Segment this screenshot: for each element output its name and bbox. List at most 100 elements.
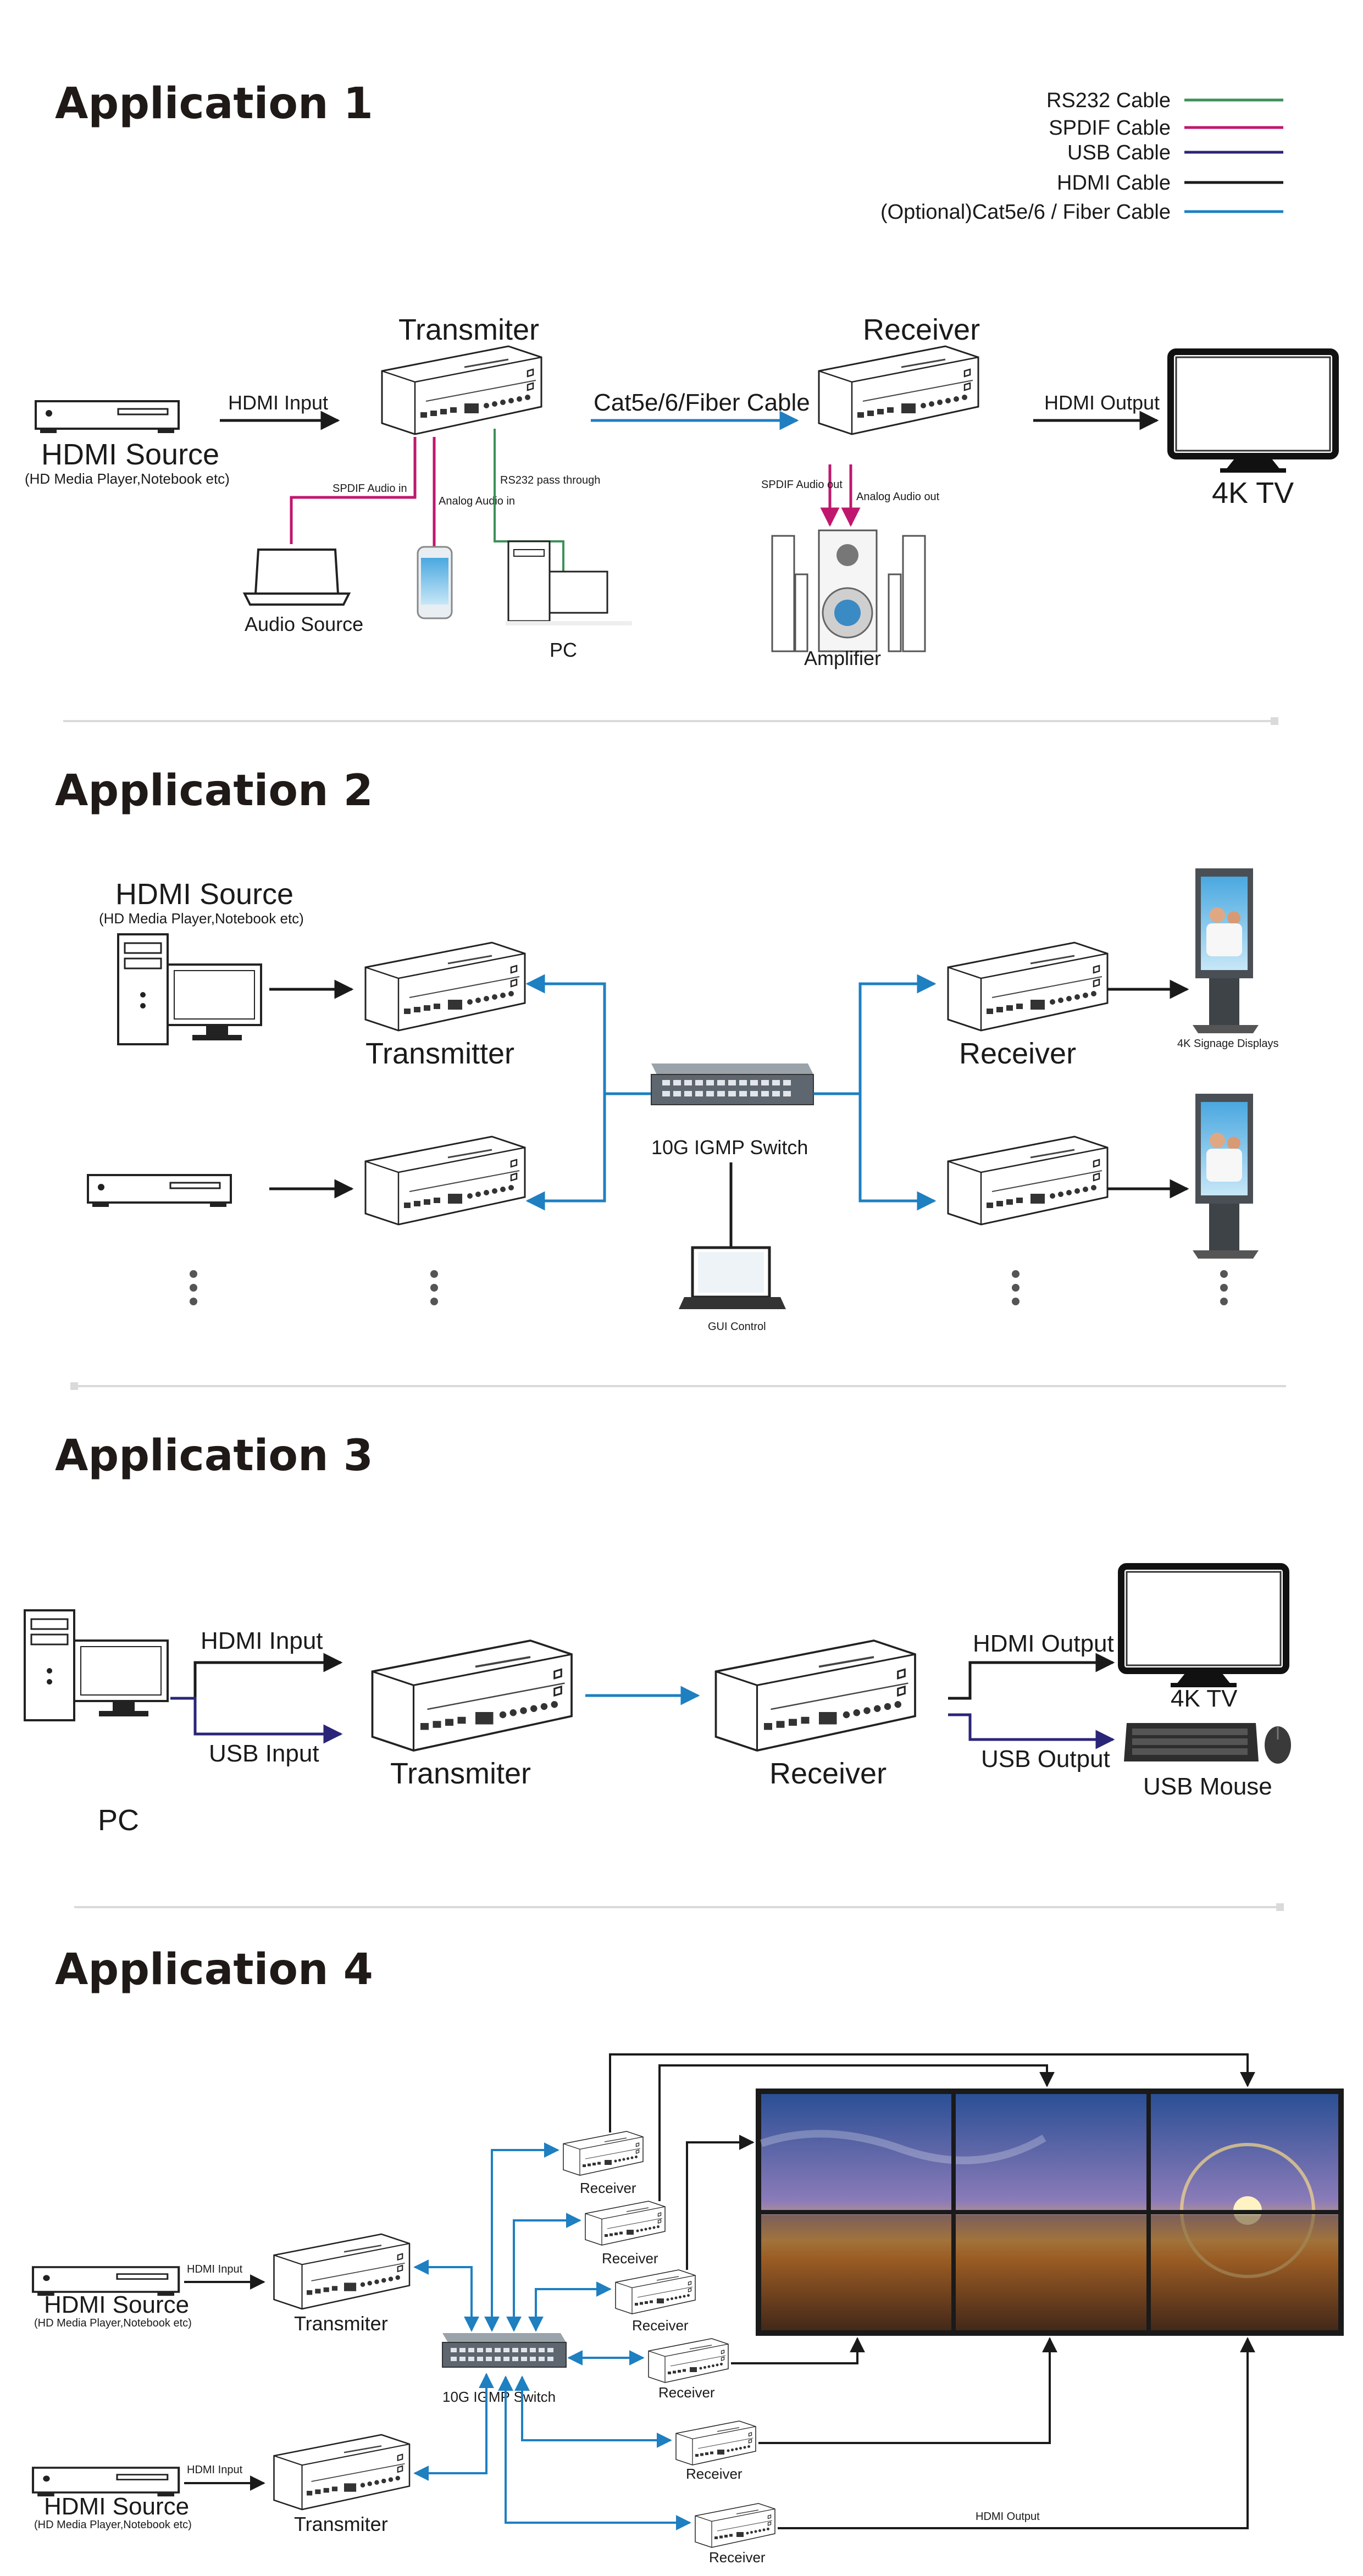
source-1-label: HDMI Source xyxy=(44,2291,189,2318)
transmitter-1-label: Transmiter xyxy=(294,2312,388,2335)
receiver-5-label: Receiver xyxy=(686,2466,743,2482)
transmitter-label: Transmitter xyxy=(365,1037,514,1070)
receiver-3-label: Receiver xyxy=(632,2317,689,2334)
receiver-5-icon xyxy=(675,2420,756,2466)
tv-label: 4K TV xyxy=(1212,477,1294,509)
legend-item-spdif: SPDIF Cable xyxy=(1049,117,1283,140)
analog-out-label: Analog Audio out xyxy=(856,491,940,503)
receiver-6-label: Receiver xyxy=(709,2549,766,2566)
pc-label: PC xyxy=(550,639,577,661)
hdmi-source-player-icon xyxy=(35,400,180,434)
switch-label: 10G IGMP Switch xyxy=(442,2389,556,2405)
usb-input-cable xyxy=(170,1697,343,1744)
pc-label: PC xyxy=(98,1804,139,1837)
receiver-label: Receiver xyxy=(959,1037,1076,1070)
analog-in-label: Analog Audio in xyxy=(439,495,515,507)
application-1: Application 1 HDMI Source (HD Media Play… xyxy=(25,79,1336,725)
rs232-label: RS232 pass through xyxy=(500,474,600,486)
keyboard-mouse-icon xyxy=(1124,1723,1291,1764)
hdmi-input-label-1: HDMI Input xyxy=(187,2263,243,2275)
transmitter-1-icon xyxy=(364,941,526,1032)
spdif-out-label: SPDIF Audio out xyxy=(761,479,843,491)
hdmi-output-label: HDMI Output xyxy=(976,2511,1040,2523)
section-title: Application 1 xyxy=(55,79,373,129)
legend-item-usb: USB Cable xyxy=(1067,141,1283,164)
cat-cable-label: Cat5e/6/Fiber Cable xyxy=(594,389,810,416)
rx3-link xyxy=(528,2281,612,2332)
legend-item-hdmi: HDMI Cable xyxy=(1057,171,1283,195)
tx1-switch-link xyxy=(413,2259,479,2332)
audio-source-laptop-icon xyxy=(242,549,351,606)
switch-label: 10G IGMP Switch xyxy=(651,1136,808,1159)
legend-label: HDMI Cable xyxy=(1057,171,1171,195)
hdmi-output-label: HDMI Output xyxy=(1044,391,1160,414)
source-sublabel: (HD Media Player,Notebook etc) xyxy=(99,910,304,927)
rx6-hdmi-out xyxy=(778,2337,1255,2529)
source-2-sublabel: (HD Media Player,Notebook etc) xyxy=(34,2519,192,2531)
receiver-4-icon xyxy=(648,2338,729,2383)
divider-end-mark xyxy=(70,1382,78,1390)
receiver-label: Receiver xyxy=(863,313,980,346)
usb-mouse-label: USB Mouse xyxy=(1143,1773,1272,1800)
tv-icon xyxy=(1171,352,1336,473)
transmitter-1-icon xyxy=(273,2233,411,2310)
phone-icon xyxy=(417,546,453,619)
hdmi-output-label: HDMI Output xyxy=(973,1630,1114,1657)
transmitter-device-icon xyxy=(381,345,542,435)
hdmi-input-cable xyxy=(170,1653,343,1700)
signage-display-1-icon xyxy=(1193,868,1259,1033)
divider-end-mark xyxy=(1271,717,1278,725)
receiver-1-label: Receiver xyxy=(580,2180,636,2196)
source-label: HDMI Source xyxy=(41,438,219,471)
usb-output-cable xyxy=(948,1713,1115,1749)
application-4: Application 4 HDMI Source (HD Media Play… xyxy=(33,1945,1344,2566)
source-player-icon xyxy=(87,1174,232,1208)
legend-label: USB Cable xyxy=(1067,141,1171,164)
divider-end-mark xyxy=(1276,1903,1284,1911)
source-1-sublabel: (HD Media Player,Notebook etc) xyxy=(34,2317,192,2329)
transmitter-label: Transmiter xyxy=(390,1757,531,1790)
receiver-2-icon xyxy=(585,2201,666,2246)
section-title: Application 2 xyxy=(55,766,373,816)
legend-label: SPDIF Cable xyxy=(1049,117,1171,140)
source-2-player-icon xyxy=(33,2468,179,2496)
source-sublabel: (HD Media Player,Notebook etc) xyxy=(25,470,230,487)
usb-input-label: USB Input xyxy=(209,1740,319,1767)
hdmi-input-label: HDMI Input xyxy=(228,391,328,414)
receiver-2-label: Receiver xyxy=(602,2250,658,2267)
spdif-in-cable xyxy=(290,437,417,544)
application-2: Application 2 HDMI Source (HD Media Play… xyxy=(55,766,1286,1390)
hdmi-output-cable xyxy=(948,1653,1115,1700)
gui-laptop-icon xyxy=(679,1246,786,1309)
section-title: Application 4 xyxy=(55,1945,373,1995)
signage-label: 4K Signage Displays xyxy=(1177,1038,1279,1050)
receiver-1-icon xyxy=(947,941,1109,1032)
transmitter-2-icon xyxy=(273,2434,411,2511)
cable-legend: RS232 Cable SPDIF Cable USB Cable HDMI C… xyxy=(880,89,1283,224)
igmp-switch-icon xyxy=(651,1063,814,1105)
net-link-rx2 xyxy=(858,1094,937,1211)
net-link-tx1 xyxy=(525,974,654,1095)
receiver-4-label: Receiver xyxy=(658,2384,715,2401)
usb-output-label: USB Output xyxy=(981,1746,1110,1772)
receiver-device-icon xyxy=(818,345,979,435)
source-2-label: HDMI Source xyxy=(44,2493,189,2520)
tv-icon xyxy=(1121,1566,1286,1687)
legend-item-cat: (Optional)Cat5e/6 / Fiber Cable xyxy=(880,201,1283,224)
rx1-hdmi-out xyxy=(609,2053,1255,2132)
tx2-switch-link xyxy=(413,2373,494,2481)
igmp-switch-icon xyxy=(442,2333,567,2368)
transmitter-2-icon xyxy=(364,1135,526,1226)
receiver-6-icon xyxy=(695,2503,775,2548)
source-pc-icon xyxy=(117,933,262,1045)
application-3: Application 3 PC HDMI Input USB Input Tr… xyxy=(24,1431,1291,1911)
rx2-link xyxy=(506,2213,581,2332)
section-title: Application 3 xyxy=(55,1431,373,1481)
net-link-rx1 xyxy=(813,974,937,1095)
transmitter-label: Transmiter xyxy=(398,313,539,346)
net-link-tx2 xyxy=(525,1094,606,1211)
video-wall-icon xyxy=(756,2089,1344,2336)
more-devices-ellipsis-icons xyxy=(190,1270,1228,1305)
rx2-hdmi-out xyxy=(658,2064,1055,2201)
